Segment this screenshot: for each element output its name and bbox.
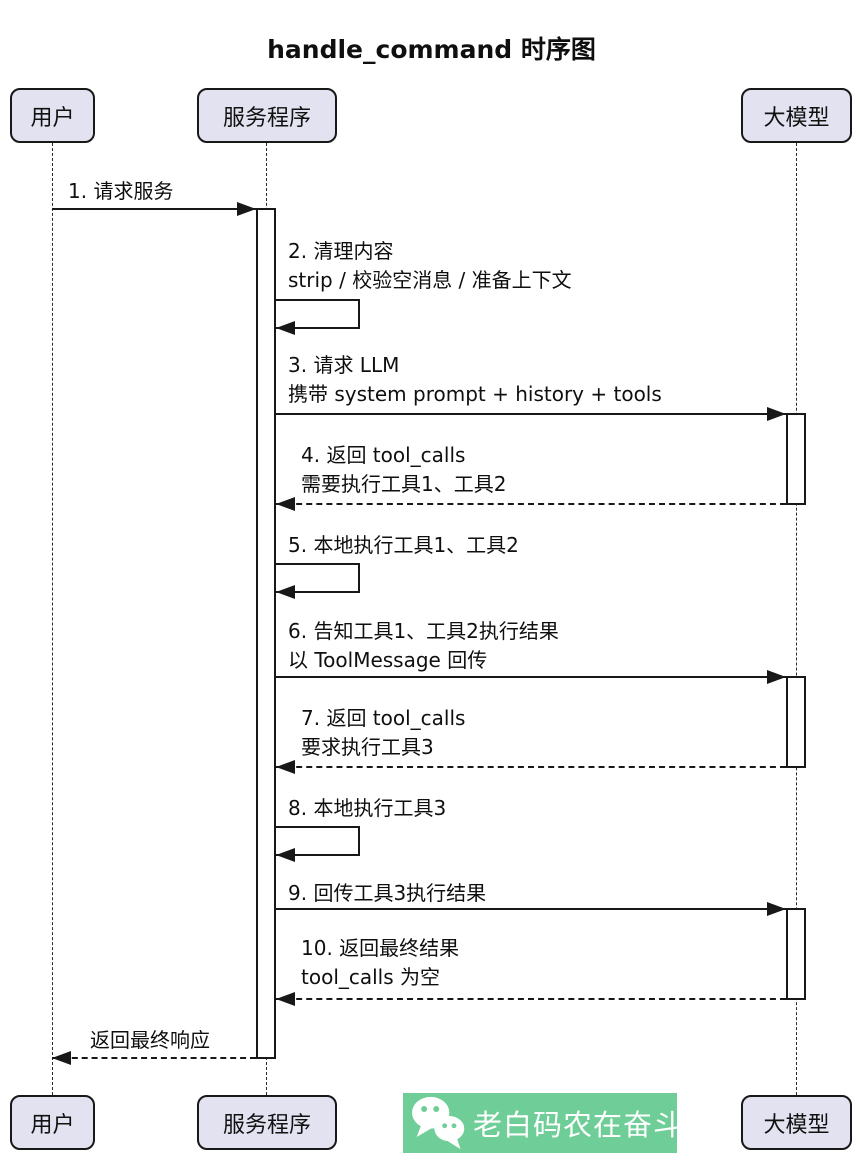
arrowhead-icon <box>52 1051 71 1065</box>
participant-user-label: 用户 <box>30 1112 75 1138</box>
message-10-arrow <box>276 998 786 1000</box>
message-3-label: 3. 请求 LLM 携带 system prompt + history + t… <box>288 353 662 406</box>
arrowhead-icon <box>767 670 786 684</box>
arrowhead-icon <box>276 321 295 335</box>
participant-llm-label: 大模型 <box>763 105 830 131</box>
watermark: 老白码农在奋斗 <box>403 1093 682 1153</box>
arrowhead-icon <box>276 992 295 1006</box>
participant-llm-label: 大模型 <box>763 1112 830 1138</box>
participant-llm-top: 大模型 <box>741 88 852 143</box>
message-8-self-arrow <box>276 826 360 856</box>
watermark-text: 老白码农在奋斗 <box>473 1108 684 1142</box>
message-11-arrow <box>52 1057 256 1059</box>
arrowhead-icon <box>276 497 295 511</box>
arrowhead-icon <box>767 407 786 421</box>
message-5-self-arrow <box>276 563 360 593</box>
activation-bar-service <box>256 208 276 1059</box>
message-1-arrow <box>52 208 256 210</box>
message-11-label: 返回最终响应 <box>90 1028 210 1052</box>
participant-service-label: 服务程序 <box>222 1112 311 1138</box>
message-3-arrow <box>276 413 786 415</box>
participant-llm-bottom: 大模型 <box>741 1095 852 1150</box>
participant-service-top: 服务程序 <box>197 88 337 143</box>
diagram-title: handle_command 时序图 <box>267 35 596 64</box>
arrowhead-icon <box>276 760 295 774</box>
participant-user-label: 用户 <box>30 105 75 131</box>
message-8-label: 8. 本地执行工具3 <box>288 796 447 820</box>
message-7-label: 7. 返回 tool_calls 要求执行工具3 <box>301 706 466 759</box>
arrowhead-icon <box>237 202 256 216</box>
participant-service-bottom: 服务程序 <box>197 1095 337 1150</box>
message-1-label: 1. 请求服务 <box>68 179 174 203</box>
message-6-label: 6. 告知工具1、工具2执行结果 以 ToolMessage 回传 <box>288 619 559 672</box>
participant-service-label: 服务程序 <box>222 105 311 131</box>
message-10-label: 10. 返回最终结果 tool_calls 为空 <box>301 936 460 989</box>
activation-bar-llm-2 <box>786 676 806 768</box>
lifeline-user <box>52 143 53 1095</box>
message-4-label: 4. 返回 tool_calls 需要执行工具1、工具2 <box>301 443 507 496</box>
participant-user-bottom: 用户 <box>10 1095 95 1150</box>
participant-user-top: 用户 <box>10 88 95 143</box>
activation-bar-llm-3 <box>786 908 806 1000</box>
wechat-icon <box>412 1096 465 1150</box>
lifeline-llm <box>796 143 797 1095</box>
message-2-self-arrow <box>276 299 360 329</box>
arrowhead-icon <box>276 585 295 599</box>
message-7-arrow <box>276 766 786 768</box>
arrowhead-icon <box>276 848 295 862</box>
message-4-arrow <box>276 503 786 505</box>
arrowhead-icon <box>767 902 786 916</box>
message-9-arrow <box>276 908 786 910</box>
message-5-label: 5. 本地执行工具1、工具2 <box>288 533 519 557</box>
message-9-label: 9. 回传工具3执行结果 <box>288 881 487 905</box>
message-6-arrow <box>276 676 786 678</box>
activation-bar-llm-1 <box>786 413 806 505</box>
message-2-label: 2. 清理内容 strip / 校验空消息 / 准备上下文 <box>288 239 572 292</box>
